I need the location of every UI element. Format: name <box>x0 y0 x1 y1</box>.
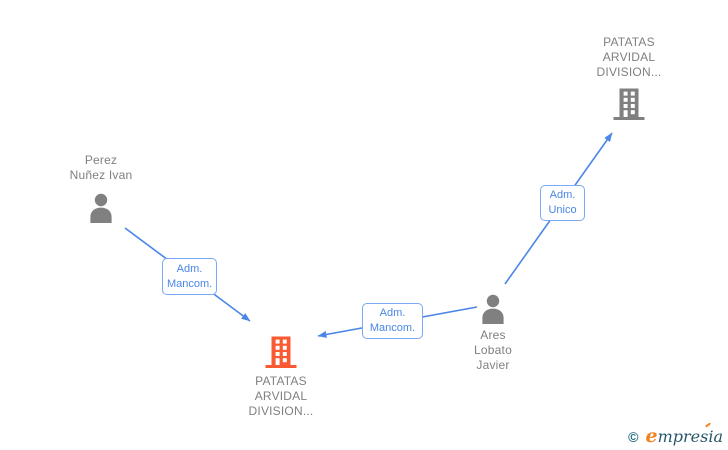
edge-label-adm-mancom-ares: Adm. Mancom. <box>362 303 423 339</box>
logo-initial: e <box>645 425 658 447</box>
copyright-symbol: © <box>628 429 639 445</box>
empresia-logo-text: empresia <box>645 422 723 447</box>
node-label: PATATAS ARVIDAL DIVISION... <box>597 35 662 80</box>
node-person-perez-nunez-ivan[interactable]: Perez Nuñez Ivan <box>31 153 171 223</box>
edge-label-adm-mancom-perez: Adm. Mancom. <box>162 258 217 295</box>
node-label-line: DIVISION... <box>596 65 662 79</box>
node-label-line: PATATAS <box>255 374 307 388</box>
node-label-line: Javier <box>476 358 510 372</box>
node-label-line: DIVISION... <box>248 404 314 418</box>
logo-rest: mpresia <box>657 427 723 446</box>
node-label-line: Nuñez Ivan <box>69 168 133 182</box>
node-company-patatas-arvidal-top[interactable]: PATATAS ARVIDAL DIVISION... <box>559 35 699 122</box>
edge-label-line: Adm. <box>379 307 406 319</box>
node-label: Perez Nuñez Ivan <box>70 153 133 183</box>
node-label: Ares Lobato Javier <box>474 328 512 373</box>
person-icon <box>482 294 504 324</box>
edge-label-line: Unico <box>548 204 577 216</box>
node-label-line: Lobato <box>474 343 512 357</box>
node-label: PATATAS ARVIDAL DIVISION... <box>249 374 314 419</box>
node-label-line: ARVIDAL <box>254 389 308 403</box>
building-icon <box>613 88 645 120</box>
node-label-line: PATATAS <box>603 35 655 49</box>
edge-label-adm-unico: Adm. Unico <box>540 185 585 221</box>
edge-label-line: Mancom. <box>369 322 416 334</box>
node-label-line: Perez <box>84 153 118 167</box>
edge-label-line: Adm. <box>176 262 203 275</box>
node-company-patatas-arvidal-center[interactable]: PATATAS ARVIDAL DIVISION... <box>211 334 351 419</box>
empresia-watermark: © empresia <box>628 422 723 447</box>
node-person-ares-lobato-javier[interactable]: Ares Lobato Javier <box>423 294 563 373</box>
building-icon <box>265 336 297 368</box>
node-label-line: Ares <box>480 328 506 342</box>
edge-label-line: Mancom. <box>167 277 213 290</box>
edge-label-line: Adm. <box>549 189 576 201</box>
node-label-line: ARVIDAL <box>602 50 656 64</box>
person-icon <box>90 193 112 223</box>
